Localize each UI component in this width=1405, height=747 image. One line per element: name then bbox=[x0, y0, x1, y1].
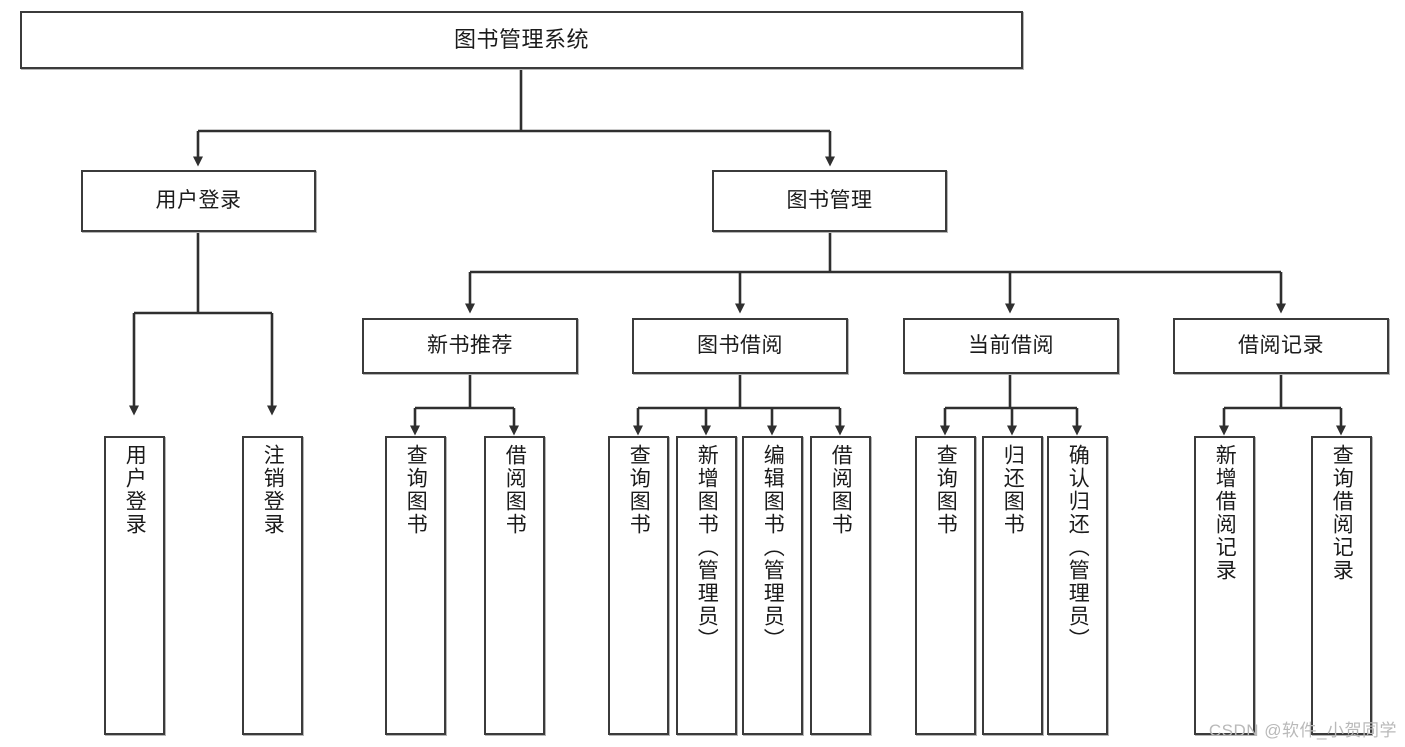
leaf-current-borrow-return-book[interactable]: 归还图书 bbox=[982, 436, 1043, 735]
node-label: 图书借阅 bbox=[697, 333, 783, 357]
node-book-management[interactable]: 图书管理 bbox=[712, 170, 947, 232]
node-label: 查询图书 bbox=[627, 444, 651, 536]
watermark: CSDN @软件_小贺同学 bbox=[1208, 721, 1397, 740]
leaf-user-login-login[interactable]: 用户登录 bbox=[104, 436, 165, 735]
node-label: 查询图书 bbox=[404, 444, 428, 536]
leaf-new-book-query-book[interactable]: 查询图书 bbox=[385, 436, 446, 735]
node-label: 借阅图书 bbox=[503, 444, 527, 536]
node-label: 确认归还（管理员） bbox=[1066, 444, 1090, 651]
leaf-new-book-borrow-book[interactable]: 借阅图书 bbox=[484, 436, 545, 735]
node-label: 当前借阅 bbox=[968, 333, 1054, 357]
node-label: 新增图书（管理员） bbox=[695, 444, 719, 651]
node-label: 新书推荐 bbox=[427, 333, 513, 357]
node-borrow-record[interactable]: 借阅记录 bbox=[1173, 318, 1389, 374]
node-label: 新增借阅记录 bbox=[1213, 444, 1237, 582]
node-label: 用户登录 bbox=[123, 444, 147, 536]
node-label: 用户登录 bbox=[155, 188, 242, 212]
node-root-book-management-system[interactable]: 图书管理系统 bbox=[20, 11, 1023, 69]
node-label: 借阅记录 bbox=[1238, 333, 1324, 357]
leaf-book-borrow-edit-book[interactable]: 编辑图书（管理员） bbox=[742, 436, 803, 735]
node-label: 注销登录 bbox=[261, 444, 285, 536]
node-label: 借阅图书 bbox=[829, 444, 853, 536]
leaf-book-borrow-query-book[interactable]: 查询图书 bbox=[608, 436, 669, 735]
node-label: 查询图书 bbox=[934, 444, 958, 536]
node-label: 查询借阅记录 bbox=[1330, 444, 1354, 582]
node-new-book-recommend[interactable]: 新书推荐 bbox=[362, 318, 578, 374]
leaf-borrow-record-query-record[interactable]: 查询借阅记录 bbox=[1311, 436, 1372, 735]
leaf-current-borrow-confirm-return[interactable]: 确认归还（管理员） bbox=[1047, 436, 1108, 735]
node-user-login[interactable]: 用户登录 bbox=[81, 170, 316, 232]
node-label: 编辑图书（管理员） bbox=[761, 444, 785, 651]
leaf-book-borrow-borrow-book[interactable]: 借阅图书 bbox=[810, 436, 871, 735]
node-label: 图书管理 bbox=[786, 188, 873, 212]
node-book-borrow[interactable]: 图书借阅 bbox=[632, 318, 848, 374]
node-current-borrow[interactable]: 当前借阅 bbox=[903, 318, 1119, 374]
leaf-user-login-logout[interactable]: 注销登录 bbox=[242, 436, 303, 735]
leaf-book-borrow-add-book[interactable]: 新增图书（管理员） bbox=[676, 436, 737, 735]
node-label: 归还图书 bbox=[1001, 444, 1025, 536]
node-label: 图书管理系统 bbox=[453, 27, 589, 53]
leaf-borrow-record-add-record[interactable]: 新增借阅记录 bbox=[1194, 436, 1255, 735]
leaf-current-borrow-query-book[interactable]: 查询图书 bbox=[915, 436, 976, 735]
